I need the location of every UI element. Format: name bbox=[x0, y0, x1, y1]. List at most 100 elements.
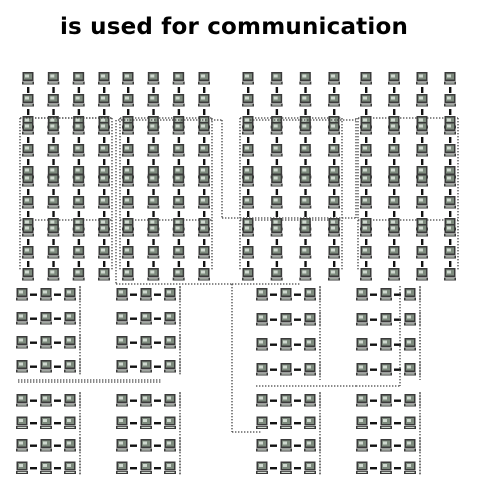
computer-icon bbox=[299, 196, 312, 209]
computer-icon bbox=[116, 336, 128, 349]
computer-icon bbox=[280, 313, 292, 326]
link-segment bbox=[52, 87, 55, 93]
computer-icon bbox=[380, 363, 392, 376]
computer-icon bbox=[172, 122, 185, 135]
computer-icon bbox=[304, 363, 316, 376]
link-segment bbox=[270, 399, 277, 402]
computer-icon bbox=[16, 394, 28, 407]
link-segment bbox=[393, 137, 396, 143]
computer-icon bbox=[72, 122, 85, 135]
link-segment bbox=[394, 444, 401, 447]
link-segment bbox=[203, 159, 206, 165]
computer-icon bbox=[122, 144, 134, 157]
computer-icon bbox=[16, 439, 28, 452]
computer-icon bbox=[242, 224, 254, 237]
computer-icon bbox=[360, 144, 372, 157]
computer-icon bbox=[299, 268, 312, 281]
computer-icon bbox=[356, 439, 368, 452]
computer-icon bbox=[380, 416, 392, 429]
computer-icon bbox=[198, 144, 210, 157]
link-segment bbox=[294, 467, 301, 470]
computer-icon bbox=[40, 439, 52, 452]
computer-icon bbox=[444, 196, 456, 209]
computer-icon bbox=[164, 461, 176, 474]
computer-icon bbox=[299, 246, 312, 259]
computer-icon bbox=[356, 363, 368, 376]
computer-icon bbox=[270, 94, 283, 107]
link-segment bbox=[127, 211, 130, 217]
computer-icon bbox=[404, 416, 416, 429]
link-segment bbox=[30, 399, 37, 402]
link-segment bbox=[365, 239, 368, 245]
link-segment bbox=[394, 318, 401, 321]
computer-icon bbox=[72, 94, 85, 107]
link-segment bbox=[154, 341, 161, 344]
computer-icon bbox=[416, 144, 428, 157]
computer-icon bbox=[47, 268, 60, 281]
link-segment bbox=[103, 109, 106, 115]
link-segment bbox=[275, 109, 279, 115]
computer-icon bbox=[140, 394, 152, 407]
link-segment bbox=[203, 87, 206, 93]
link-segment bbox=[30, 341, 37, 344]
computer-icon bbox=[172, 246, 185, 259]
link-segment bbox=[365, 261, 368, 267]
link-segment bbox=[127, 137, 130, 143]
computer-icon bbox=[40, 360, 52, 373]
link-segment bbox=[247, 239, 250, 245]
computer-icon bbox=[64, 288, 76, 301]
computer-icon bbox=[122, 72, 134, 85]
computer-icon bbox=[416, 94, 428, 107]
computer-icon bbox=[116, 288, 128, 301]
computer-icon bbox=[98, 144, 110, 157]
computer-icon bbox=[122, 268, 134, 281]
computer-icon bbox=[388, 174, 400, 187]
computer-icon bbox=[444, 246, 456, 259]
computer-icon bbox=[256, 394, 268, 407]
link-segment bbox=[54, 399, 61, 402]
link-segment bbox=[154, 444, 161, 447]
computer-icon bbox=[444, 94, 456, 107]
link-segment bbox=[103, 87, 106, 93]
link-segment bbox=[152, 189, 155, 195]
link-segment bbox=[52, 137, 55, 143]
link-segment bbox=[130, 467, 137, 470]
computer-icon bbox=[64, 360, 76, 373]
link-segment bbox=[421, 109, 424, 115]
computer-icon bbox=[256, 416, 268, 429]
computer-icon bbox=[64, 312, 76, 325]
computer-icon bbox=[164, 360, 176, 373]
link-segment bbox=[27, 87, 30, 93]
computer-icon bbox=[444, 268, 456, 281]
computer-icon bbox=[122, 196, 134, 209]
link-segment bbox=[154, 293, 161, 296]
computer-icon bbox=[172, 224, 185, 237]
computer-icon bbox=[380, 461, 392, 474]
computer-icon bbox=[242, 246, 254, 259]
computer-icon bbox=[198, 268, 210, 281]
computer-icon bbox=[198, 224, 210, 237]
computer-icon bbox=[147, 94, 160, 107]
link-segment bbox=[333, 261, 336, 267]
link-segment bbox=[203, 137, 206, 143]
link-segment bbox=[77, 109, 81, 115]
link-segment bbox=[304, 189, 307, 195]
computer-icon bbox=[380, 394, 392, 407]
link-segment bbox=[270, 343, 277, 346]
computer-icon bbox=[98, 224, 110, 237]
computer-icon bbox=[256, 313, 268, 326]
computer-icon bbox=[242, 72, 254, 85]
computer-icon bbox=[116, 439, 128, 452]
computer-icon bbox=[40, 312, 52, 325]
link-segment bbox=[27, 159, 30, 165]
link-segment bbox=[394, 368, 401, 371]
computer-icon bbox=[172, 144, 185, 157]
computer-icon bbox=[304, 313, 316, 326]
link-segment bbox=[130, 317, 137, 320]
link-segment bbox=[449, 109, 452, 115]
computer-icon bbox=[16, 360, 28, 373]
computer-icon bbox=[140, 336, 152, 349]
computer-icon bbox=[360, 174, 372, 187]
link-segment bbox=[152, 211, 155, 217]
computer-icon bbox=[416, 174, 428, 187]
